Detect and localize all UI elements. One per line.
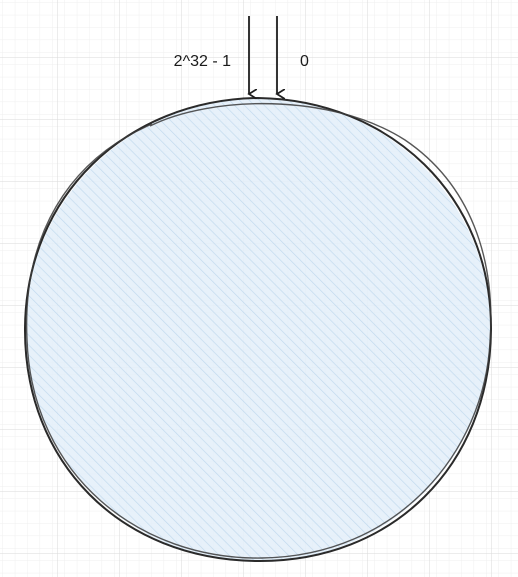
ring-outline <box>23 96 493 563</box>
ring-outline-sketch <box>25 102 492 559</box>
label-zero: 0 <box>300 53 309 70</box>
label-max-value: 2^32 - 1 <box>174 53 231 70</box>
hash-ring <box>23 96 493 563</box>
ring-fill <box>25 98 491 562</box>
